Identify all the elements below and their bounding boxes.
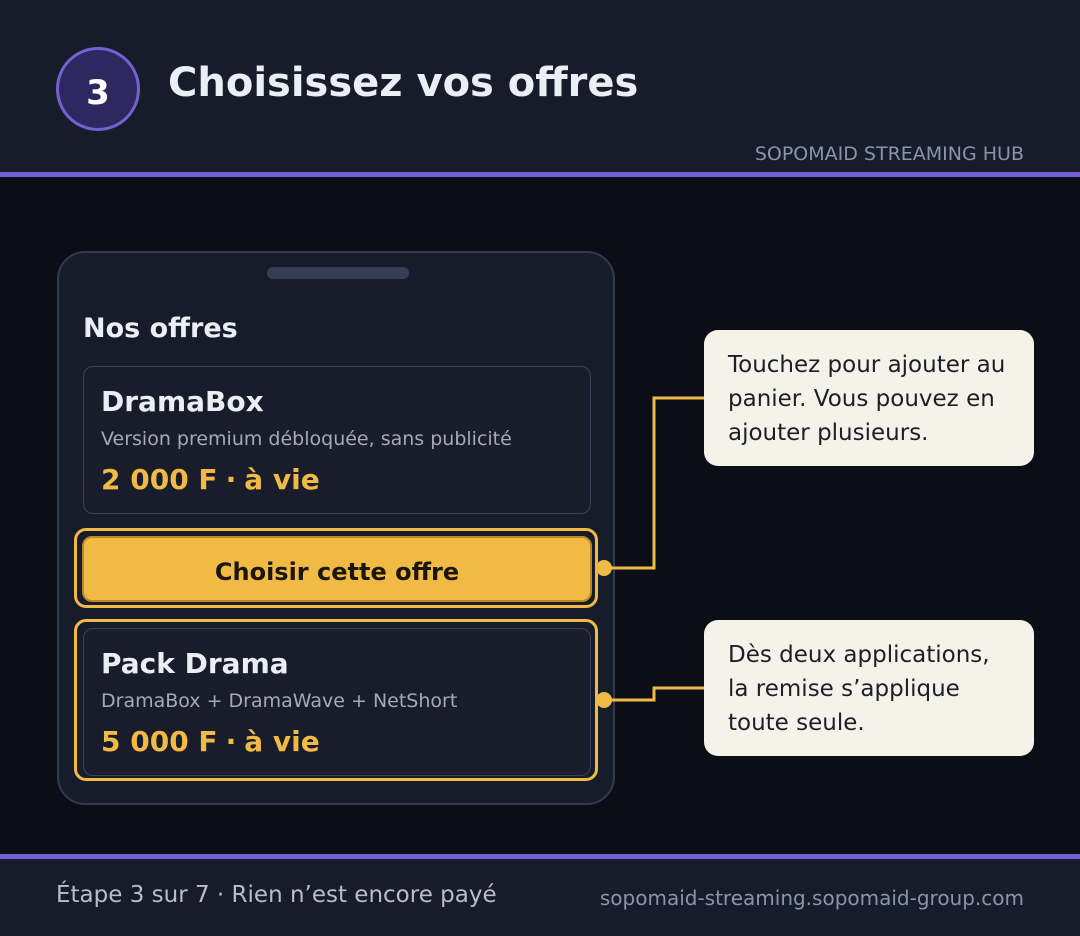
connector-dot-button bbox=[596, 560, 612, 576]
connector-line-button bbox=[604, 396, 704, 570]
offer-name: Pack Drama bbox=[101, 647, 289, 680]
header-divider bbox=[0, 172, 1080, 177]
offer-description: DramaBox + DramaWave + NetShort bbox=[101, 690, 458, 712]
offer-price: 5 000 F bbox=[101, 725, 218, 758]
phone-notch bbox=[267, 267, 409, 279]
footer-bar: Étape 3 sur 7 · Rien n’est encore payé s… bbox=[0, 859, 1080, 936]
offer-duration: à vie bbox=[244, 725, 320, 758]
callout-discount: Dès deux applications, la remise s’appli… bbox=[704, 620, 1034, 756]
offer-card-dramabox[interactable]: DramaBox Version premium débloquée, sans… bbox=[83, 366, 591, 514]
connector-line-pack bbox=[604, 686, 704, 702]
footer-divider bbox=[0, 854, 1080, 859]
offer-price-line: 2 000 F·à vie bbox=[101, 463, 320, 496]
price-separator: · bbox=[225, 725, 237, 758]
offer-description: Version premium débloquée, sans publicit… bbox=[101, 428, 512, 450]
callout-add-to-cart: Touchez pour ajouter au panier. Vous pou… bbox=[704, 330, 1034, 466]
offer-price: 2 000 F bbox=[101, 463, 218, 496]
choose-offer-button[interactable]: Choisir cette offre bbox=[82, 536, 592, 602]
step-number-badge: 3 bbox=[56, 47, 140, 131]
offer-duration: à vie bbox=[244, 463, 320, 496]
connector-dot-pack bbox=[596, 692, 612, 708]
price-separator: · bbox=[225, 463, 237, 496]
offer-card-pack-drama[interactable]: Pack Drama DramaBox + DramaWave + NetSho… bbox=[83, 628, 591, 776]
offer-price-line: 5 000 F·à vie bbox=[101, 725, 320, 758]
step-progress-text: Étape 3 sur 7 · Rien n’est encore payé bbox=[56, 882, 497, 908]
offers-section-title: Nos offres bbox=[83, 313, 238, 344]
brand-label: SOPOMAID STREAMING HUB bbox=[754, 143, 1024, 165]
header-bar: 3 Choisissez vos offres SOPOMAID STREAMI… bbox=[0, 0, 1080, 172]
site-url[interactable]: sopomaid-streaming.sopomaid-group.com bbox=[599, 886, 1024, 910]
page-title: Choisissez vos offres bbox=[168, 60, 639, 106]
offer-name: DramaBox bbox=[101, 385, 264, 418]
